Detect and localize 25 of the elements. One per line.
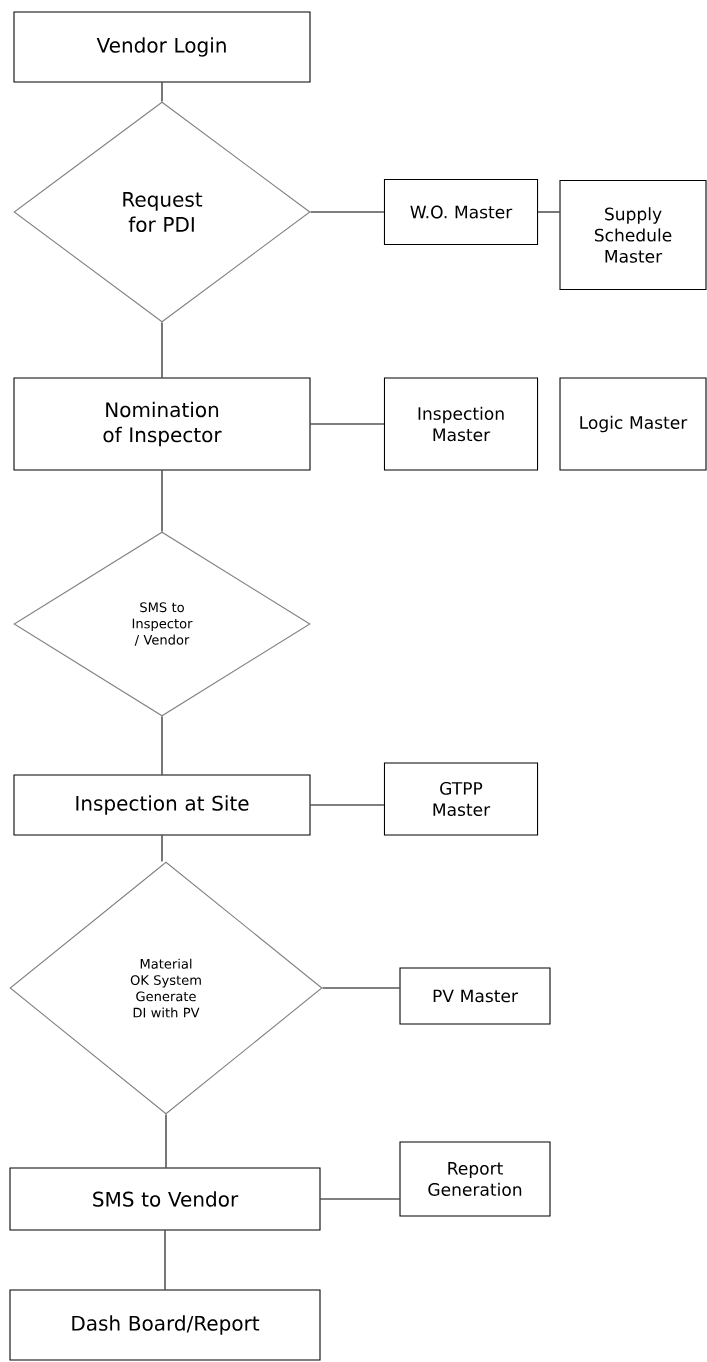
connector-line: [161, 322, 163, 378]
connector-line: [161, 82, 163, 102]
connector-line: [537, 211, 560, 213]
process-box: Nomination of Inspector: [13, 377, 311, 471]
connector-line: [320, 1198, 400, 1200]
data-box: GTPP Master: [383, 762, 539, 836]
connector-line: [310, 211, 385, 213]
process-box: Dash Board/Report: [9, 1289, 321, 1361]
connector-line: [161, 835, 163, 862]
connector-line: [164, 1230, 166, 1290]
connector-line: [161, 470, 163, 532]
process-box: SMS to Vendor: [9, 1167, 321, 1231]
data-box: Inspection Master: [383, 377, 539, 471]
data-box: Logic Master: [559, 377, 707, 471]
connector-line: [322, 987, 400, 989]
process-box: Inspection at Site: [13, 774, 311, 836]
connector-line: [161, 716, 163, 775]
connector-line: [310, 804, 385, 806]
data-box: Supply Schedule Master: [559, 179, 707, 291]
connector-line: [310, 423, 385, 425]
data-box: PV Master: [399, 967, 551, 1025]
data-box: W.O. Master: [383, 178, 539, 246]
data-box: Report Generation: [399, 1141, 551, 1217]
connector-line: [165, 1114, 167, 1168]
process-box: Vendor Login: [13, 11, 311, 83]
